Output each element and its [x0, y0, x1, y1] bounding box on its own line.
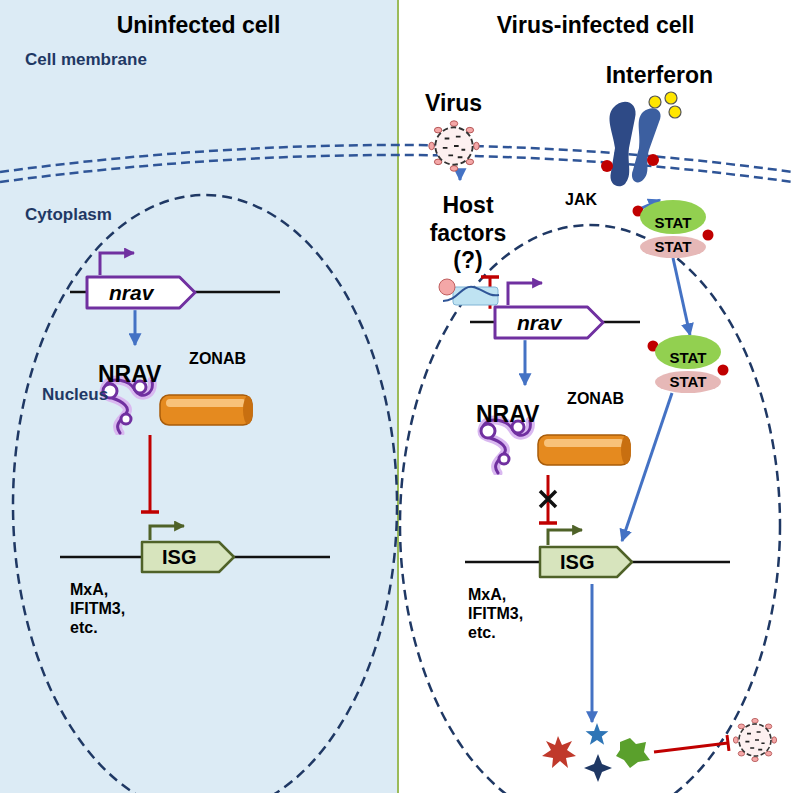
gene-name: nrav: [85, 275, 197, 310]
gene-name: ISG: [140, 540, 236, 574]
activation-arrow: [134, 310, 137, 345]
gene-box: nrav: [85, 275, 197, 310]
host-factor: Host factors (?): [423, 180, 513, 309]
receptor-icon: [563, 90, 713, 190]
activation-arrow: [524, 340, 527, 385]
rna-name: NRAV: [98, 349, 161, 389]
protein-name: ZONAB: [189, 349, 246, 368]
virus-icon: [426, 118, 482, 174]
virus-particle: Virus: [425, 78, 482, 174]
activation-arrow: [673, 258, 690, 335]
host-factor-label: Host factors (?): [423, 180, 513, 275]
protein-label: STAT: [655, 371, 721, 393]
rna-name: NRAV: [476, 389, 539, 429]
region-label: Nucleus: [42, 385, 108, 405]
gene-box: nrav: [493, 305, 605, 340]
panel-title: Uninfected cell: [0, 0, 397, 40]
interferon-receptor: InterferonJAK: [563, 50, 713, 209]
stat-dimer: STATSTAT: [648, 335, 728, 393]
isg-gene-box: ISG MxA, IFITM3, etc.: [70, 540, 236, 638]
protein-label: STAT: [640, 236, 706, 258]
region-label: Cytoplasm: [25, 205, 112, 225]
ligand-label: Interferon: [563, 50, 713, 90]
region-label: Cell membrane: [25, 50, 147, 70]
gene-examples: MxA, IFITM3, etc.: [468, 585, 546, 643]
protein-label: STAT: [655, 335, 721, 369]
isg-gene-box: ISG MxA, IFITM3, etc.: [468, 545, 634, 643]
protein-label: STAT: [640, 200, 706, 234]
inhibition-line: [149, 435, 152, 512]
virus-label: Virus: [425, 78, 482, 118]
cell-panel: Virus-infected cellVirus InterferonJAK Hos…: [398, 0, 793, 793]
gene-name: nrav: [493, 305, 605, 340]
activation-arrow: [622, 393, 672, 541]
stat-dimer: STATSTAT: [633, 200, 713, 258]
rna-protein-complex: NRAV ZONAB: [458, 385, 638, 475]
host-factor-icon: [433, 275, 503, 309]
protein-name: ZONAB: [567, 389, 624, 408]
gene-examples: MxA, IFITM3, etc.: [70, 580, 148, 638]
gene-name: ISG: [538, 545, 634, 579]
activation-arrow: [459, 174, 462, 180]
panel-title: Virus-infected cell: [398, 0, 793, 40]
